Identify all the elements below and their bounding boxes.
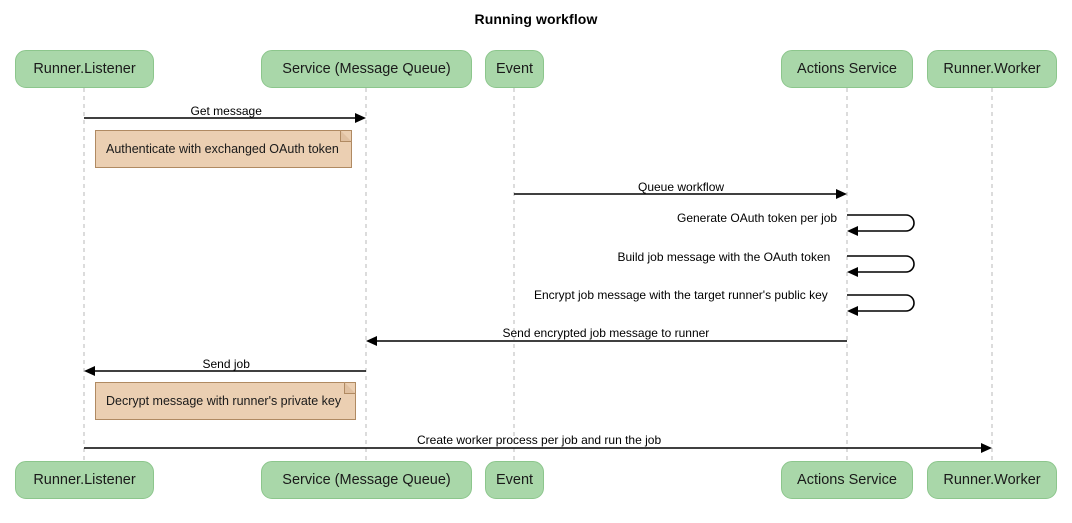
participant-label: Runner.Listener <box>33 472 136 488</box>
participant-event-top[interactable]: Event <box>485 50 544 88</box>
note-label: Decrypt message with runner's private ke… <box>106 394 342 408</box>
note-authenticate: Authenticate with exchanged OAuth token <box>95 130 352 168</box>
self-message-label-generate-token: Generate OAuth token per job <box>677 211 838 225</box>
participant-label: Event <box>495 61 534 77</box>
message-arrowhead-create-worker <box>981 443 992 453</box>
note-decrypt: Decrypt message with runner's private ke… <box>95 382 356 420</box>
self-message-arrowhead-generate-token <box>847 226 858 236</box>
self-message-arrowhead-build-message <box>847 267 858 277</box>
lifelines-group <box>83 88 993 462</box>
self-message-label-build-message: Build job message with the OAuth token <box>617 250 831 264</box>
participant-service-mq-bottom[interactable]: Service (Message Queue) <box>261 461 472 499</box>
participant-label: Runner.Worker <box>943 61 1041 77</box>
participant-runner-worker-bottom[interactable]: Runner.Worker <box>927 461 1057 499</box>
participant-label: Service (Message Queue) <box>282 61 451 77</box>
message-label-send-job: Send job <box>202 357 250 371</box>
self-message-line-encrypt-message <box>847 294 915 312</box>
message-label-send-encrypted: Send encrypted job message to runner <box>502 326 710 340</box>
message-arrowhead-send-encrypted <box>366 336 377 346</box>
page-title: Running workflow <box>474 11 598 27</box>
participant-label: Actions Service <box>797 472 897 488</box>
participant-label: Actions Service <box>797 61 897 77</box>
note-label: Authenticate with exchanged OAuth token <box>106 142 339 156</box>
self-message-line-build-message <box>847 255 915 273</box>
participant-runner-listener-bottom[interactable]: Runner.Listener <box>15 461 154 499</box>
message-arrowhead-send-job <box>84 366 95 376</box>
participant-label: Runner.Worker <box>943 472 1041 488</box>
messages-group <box>84 113 992 453</box>
participant-runner-listener-top[interactable]: Runner.Listener <box>15 50 154 88</box>
note-folded-corner-icon <box>340 130 352 142</box>
participant-event-bottom[interactable]: Event <box>485 461 544 499</box>
self-message-arrowhead-encrypt-message <box>847 306 858 316</box>
participant-label: Service (Message Queue) <box>282 472 451 488</box>
participant-actions-service-top[interactable]: Actions Service <box>781 50 913 88</box>
message-label-queue-workflow: Queue workflow <box>638 180 725 194</box>
message-arrowhead-queue-workflow <box>836 189 847 199</box>
message-label-create-worker: Create worker process per job and run th… <box>417 433 662 447</box>
participant-label: Event <box>495 472 534 488</box>
note-folded-corner-icon <box>344 382 356 394</box>
self-message-label-encrypt-message: Encrypt job message with the target runn… <box>534 288 828 302</box>
message-label-get-message: Get message <box>190 104 262 118</box>
participant-service-mq-top[interactable]: Service (Message Queue) <box>261 50 472 88</box>
participant-label: Runner.Listener <box>33 61 136 77</box>
self-message-line-generate-token <box>847 214 915 232</box>
participant-actions-service-bottom[interactable]: Actions Service <box>781 461 913 499</box>
message-arrowhead-get-message <box>355 113 366 123</box>
participant-runner-worker-top[interactable]: Runner.Worker <box>927 50 1057 88</box>
